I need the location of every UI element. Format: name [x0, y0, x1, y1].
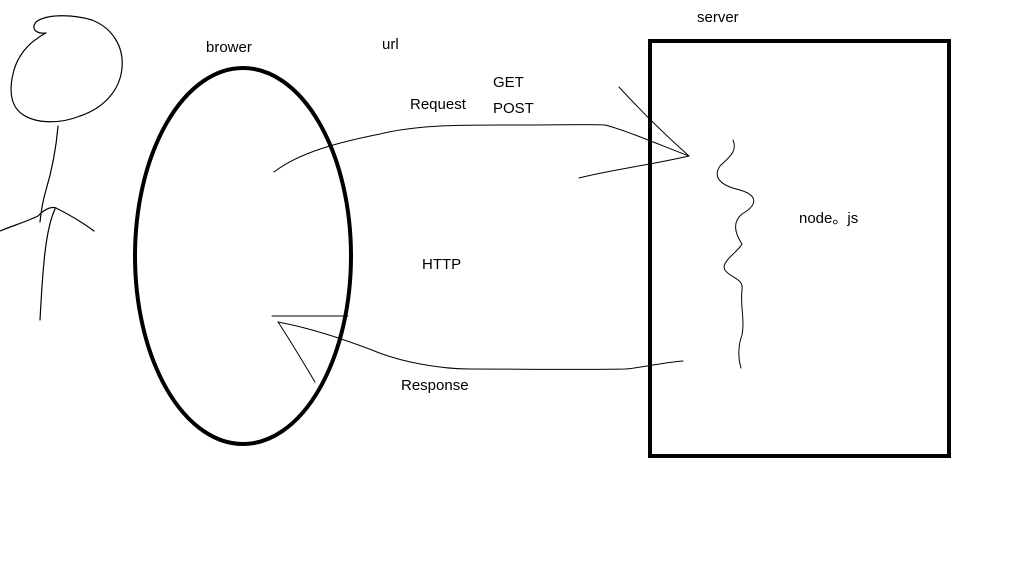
server-box [648, 39, 951, 458]
get-method-label: GET [493, 74, 524, 91]
http-label: HTTP [422, 256, 462, 273]
user-head [10, 15, 123, 123]
browser-ellipse [133, 66, 353, 446]
nodejs-label: node。js [799, 210, 859, 227]
response-arrow-head-bottom [277, 321, 316, 383]
user-arms [0, 206, 95, 232]
user-stick-figure [0, 15, 123, 321]
request-arrow [273, 86, 690, 179]
user-leg [39, 208, 56, 321]
request-arrow-head-upper [618, 86, 690, 157]
user-body [39, 125, 59, 223]
request-arrow-head-lower [578, 155, 690, 179]
request-label: Request [410, 96, 466, 113]
server-wavy-line [716, 139, 755, 369]
url-label: url [382, 36, 399, 53]
server-label: server [697, 9, 739, 26]
response-arrow-line [277, 321, 684, 370]
response-arrow [271, 315, 684, 383]
browser-label: brower [206, 39, 252, 56]
response-label: Response [401, 377, 469, 394]
post-method-label: POST [493, 100, 534, 117]
request-arrow-line [273, 124, 690, 173]
